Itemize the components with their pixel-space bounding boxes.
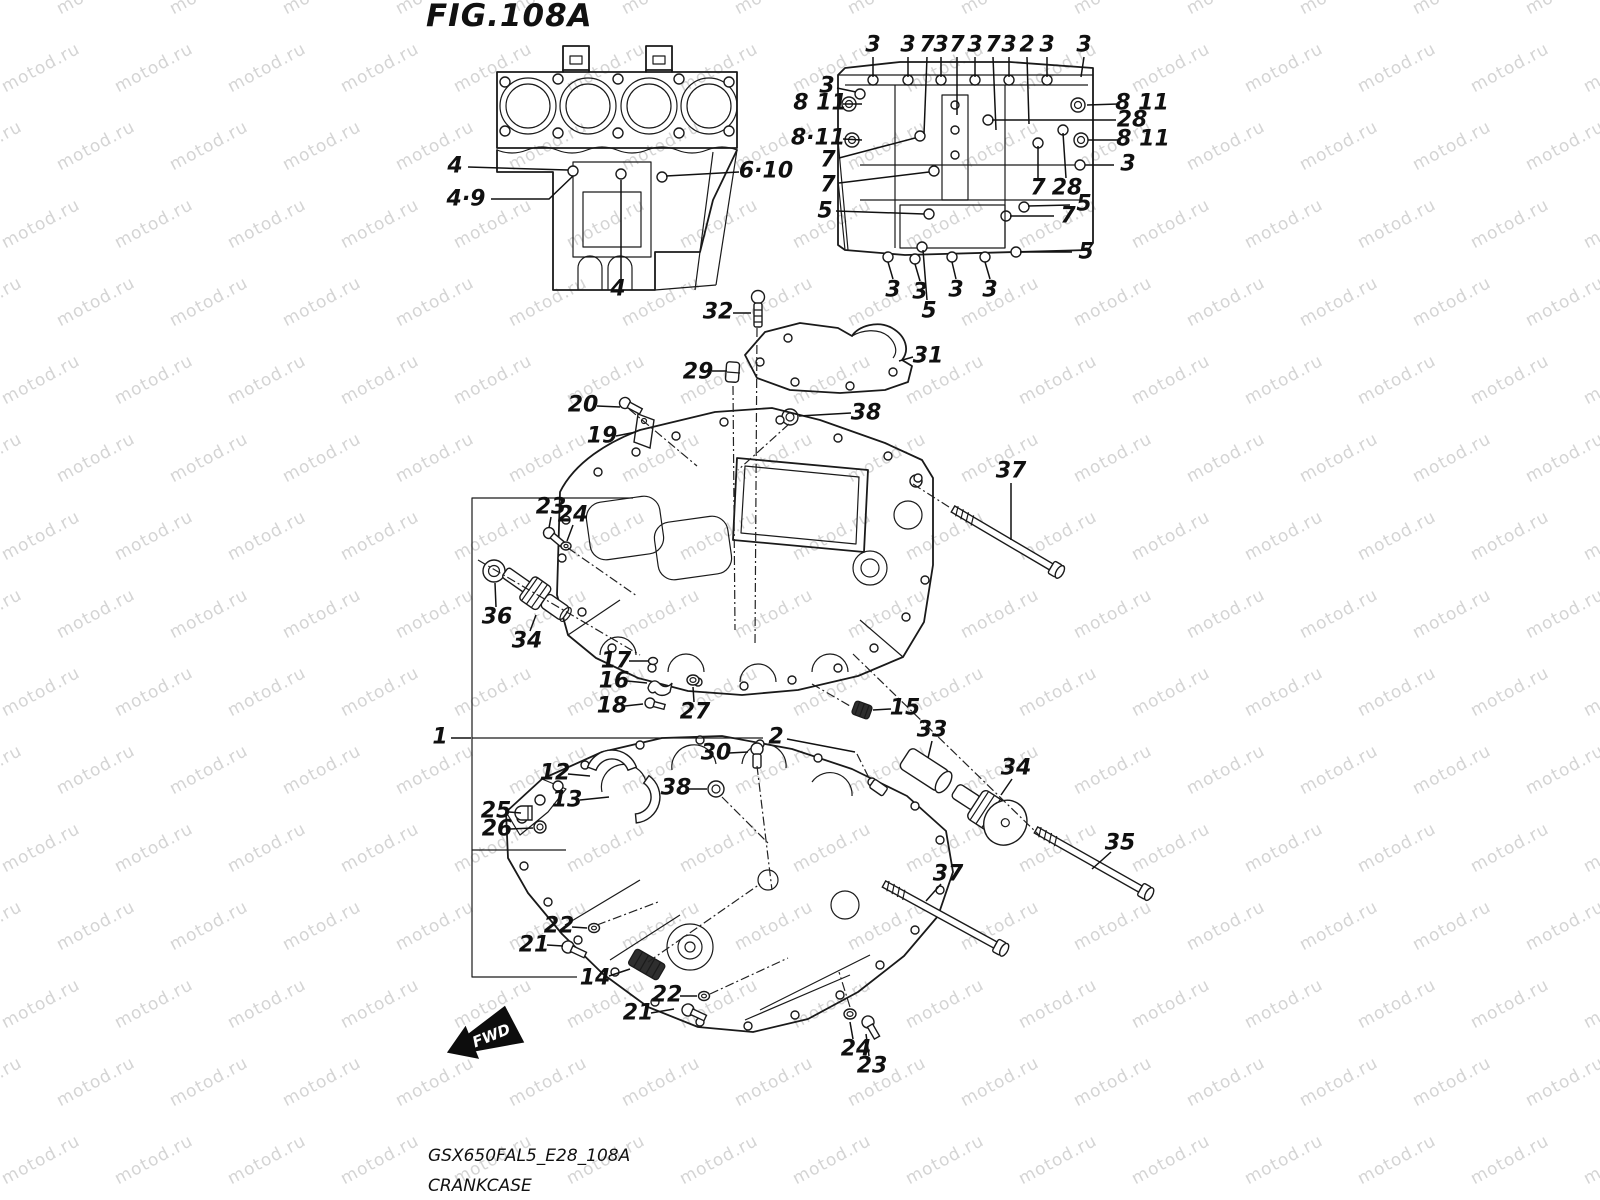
leader-line-15: [872, 708, 892, 711]
leader-line-33: [927, 740, 933, 759]
leader-line-13: [579, 796, 610, 801]
assembly-axis-lines: [477, 327, 1041, 1008]
plug-25: [514, 805, 533, 821]
leader-line-27: [692, 686, 695, 703]
leader-line-12: [567, 773, 591, 777]
bolt-23-top: [542, 526, 565, 548]
bolt-20: [618, 396, 644, 416]
leader-line-5: [922, 249, 928, 301]
leader-line-28: [1062, 132, 1067, 179]
figure-code: GSX650FAL5_E28_108A: [428, 1146, 631, 1166]
washer-17: [647, 656, 659, 666]
figure-name: CRANKCASE: [428, 1176, 532, 1196]
bolt-21-lower: [681, 1003, 708, 1022]
bolt-4-hole: [567, 165, 579, 177]
leader-line-34: [529, 614, 537, 632]
leader-line-3: [984, 261, 991, 280]
breather-cover-31: [744, 322, 913, 394]
leader-line-3: [836, 87, 857, 93]
leader-line-8-11: [842, 138, 863, 141]
bolt-18: [644, 697, 666, 711]
leader-line-24: [566, 524, 574, 542]
leader-lines: [451, 56, 1119, 1057]
fwd-arrow: FWD: [446, 1005, 525, 1059]
leader-line-30: [728, 751, 749, 754]
figure-title: FIG.108A: [426, 0, 593, 34]
leader-line-23: [548, 516, 552, 529]
thrust-ring-12: [586, 749, 638, 772]
item-1-bracket: [471, 497, 763, 978]
leader-line-8-11: [1086, 103, 1119, 106]
leader-line-2: [786, 738, 856, 753]
knock-pin-29: [724, 361, 741, 383]
bolt-32: [750, 289, 766, 328]
leader-line-2: [1026, 56, 1030, 125]
figure-footer: GSX650FAL5_E28_108A CRANKCASE: [428, 1146, 630, 1200]
oil-seal-36: [482, 559, 506, 583]
leader-line-35: [1091, 851, 1112, 870]
leader-line-3: [914, 263, 921, 282]
leader-line-3: [1080, 56, 1085, 78]
leader-line-16: [626, 680, 648, 684]
leader-line-7: [838, 171, 930, 184]
bolt-35: [1033, 825, 1155, 902]
bolt-4b-hole: [615, 168, 627, 180]
gear-34-left: [502, 567, 572, 622]
bolt-21-upper: [561, 940, 588, 959]
leader-line-5: [1027, 204, 1071, 207]
bolt-30: [750, 742, 764, 769]
plug-15: [851, 700, 873, 720]
leader-line-3: [887, 261, 894, 280]
leader-line-23: [865, 1033, 870, 1057]
leader-line-3: [951, 261, 957, 280]
damper-38-lower: [707, 780, 725, 798]
leader-line-4: [467, 166, 569, 171]
leader-line-6-10: [665, 171, 740, 177]
leader-line-7: [992, 56, 997, 131]
bolt-23-bottom: [861, 1015, 881, 1041]
leader-line-7: [838, 137, 916, 159]
leader-line-25: [508, 811, 522, 814]
washer-24-bottom: [843, 1008, 857, 1020]
bolt-6-10-hole: [656, 171, 668, 183]
washer-22-lower: [697, 990, 711, 1002]
washer-27: [686, 674, 700, 686]
leader-line-22: [571, 926, 588, 929]
clip-16: [647, 680, 673, 697]
leader-line-38: [798, 412, 852, 417]
leader-line-7: [923, 56, 928, 135]
leader-line-24: [849, 1021, 854, 1040]
leader-line-31: [898, 356, 914, 362]
bolt-37-upper: [950, 505, 1066, 579]
plug-14: [627, 948, 666, 981]
thrust-ring-13: [634, 774, 661, 824]
leader-line-21: [546, 944, 564, 947]
leader-line-37: [925, 883, 942, 902]
leader-line-19: [615, 431, 637, 437]
collar-33: [899, 748, 953, 794]
leader-line-4-9: [491, 175, 574, 200]
gear-34-right: [951, 784, 1028, 846]
crankcase-bottom-view: [837, 61, 1094, 265]
bolt-37-lower: [881, 879, 1010, 957]
leader-line-5: [835, 210, 925, 215]
cylinder-block-top-view: [496, 45, 738, 291]
washer-22-upper: [587, 922, 601, 934]
dowel-2: [869, 778, 888, 797]
leader-line-36: [494, 582, 497, 608]
upper-crankcase-half: [556, 407, 934, 696]
leader-line-21: [650, 1008, 675, 1014]
leader-line-34: [1000, 778, 1013, 796]
leader-line-20: [596, 405, 621, 408]
o-ring-26: [533, 820, 547, 834]
leader-line-14: [608, 968, 631, 977]
leader-line-18: [624, 703, 644, 707]
leader-line-26: [509, 827, 534, 830]
